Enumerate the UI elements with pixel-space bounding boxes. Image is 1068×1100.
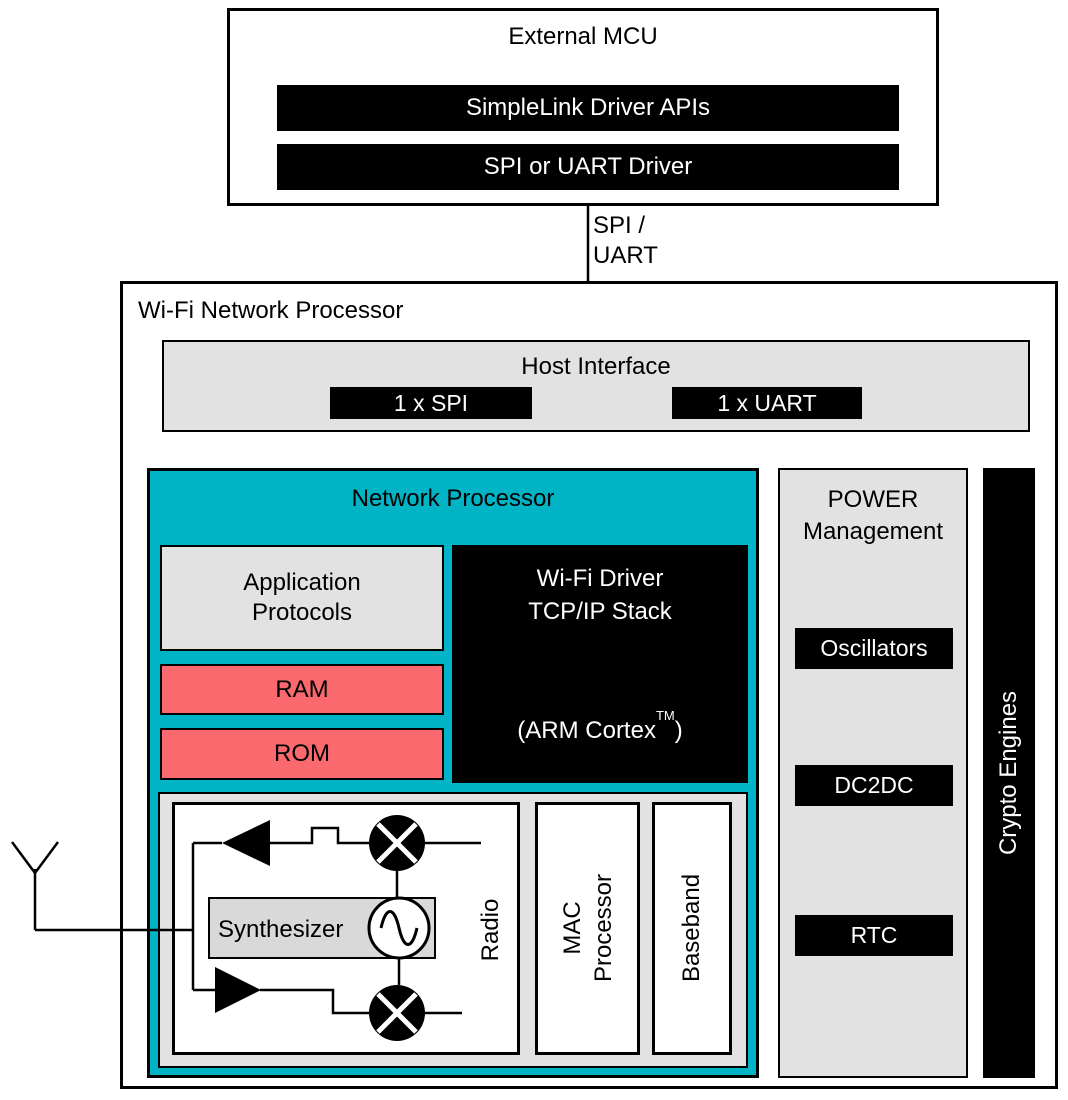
crypto-engines-box xyxy=(983,468,1035,1078)
host-interface-box xyxy=(162,340,1030,432)
simplelink-driver-apis-bar: SimpleLink Driver APIs xyxy=(277,85,899,131)
radio-label: Radio xyxy=(477,898,504,962)
arm-cortex-text: (ARM Cortex xyxy=(517,717,656,744)
arm-cortex-tm: TM xyxy=(655,708,675,723)
ram-box: RAM xyxy=(160,664,444,715)
application-protocols-box: Application Protocols xyxy=(160,545,444,651)
external-mcu-title: External MCU xyxy=(508,23,658,50)
arm-cortex-close: ) xyxy=(674,717,683,744)
uart-bar: 1 x UART xyxy=(672,387,862,419)
antenna-icon xyxy=(10,841,60,930)
mac-processor-label: MAC Processor xyxy=(559,873,617,983)
spi-uart-connector-label: SPI / UART xyxy=(593,212,658,269)
baseband-box xyxy=(652,802,732,1055)
network-processor-title: Network Processor xyxy=(351,485,555,512)
host-interface-title: Host Interface xyxy=(521,353,671,380)
rtc-bar: RTC xyxy=(795,915,953,956)
spi-bar: 1 x SPI xyxy=(330,387,532,419)
crypto-engines-label: Crypto Engines xyxy=(995,690,1022,856)
spi-or-uart-driver-bar: SPI or UART Driver xyxy=(277,144,899,190)
arm-cortex-label: (ARM CortexTM) xyxy=(452,708,748,746)
baseband-label: Baseband xyxy=(678,873,705,983)
power-management-title: POWER Management xyxy=(802,486,944,545)
dc2dc-bar: DC2DC xyxy=(795,765,953,806)
mac-processor-box xyxy=(535,802,640,1055)
rom-box: ROM xyxy=(160,728,444,780)
oscillators-bar: Oscillators xyxy=(795,628,953,669)
wifi-driver-label: Wi-Fi Driver TCP/IP Stack xyxy=(528,565,672,625)
wifi-network-processor-title: Wi-Fi Network Processor xyxy=(138,297,404,324)
synthesizer-label: Synthesizer xyxy=(218,916,344,943)
wifi-driver-box xyxy=(452,545,748,783)
